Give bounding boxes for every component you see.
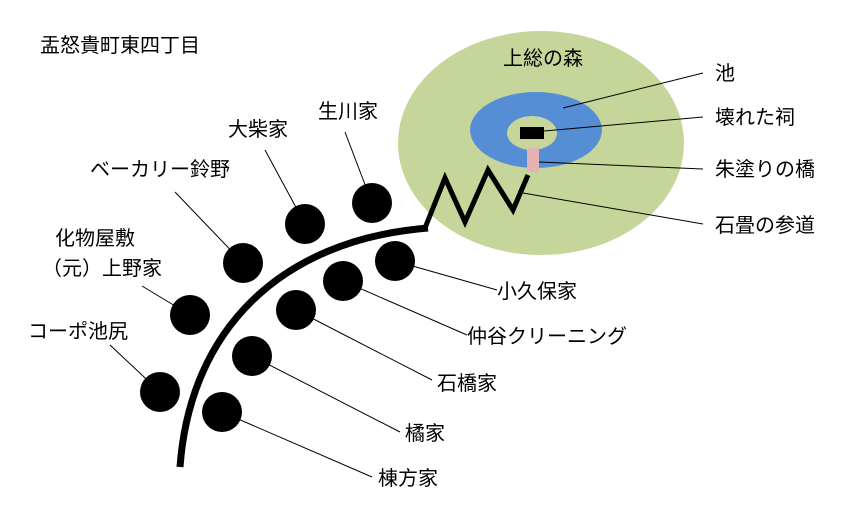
ikugawa-label: 生川家 bbox=[318, 99, 378, 123]
broken-shrine bbox=[520, 127, 544, 139]
map-title: 盂怒貴町東四丁目 bbox=[40, 33, 200, 57]
path-label: 石畳の参道 bbox=[715, 213, 815, 237]
house-bakemono-yashiki bbox=[170, 295, 210, 335]
bakemono-label-line2: （元）上野家 bbox=[42, 256, 162, 280]
tachibana-callout-line bbox=[251, 355, 401, 433]
red-bridge bbox=[527, 148, 539, 172]
house-oshiba bbox=[285, 204, 325, 244]
house-bakery-suzuno bbox=[223, 243, 263, 283]
munekata-callout-line bbox=[221, 411, 373, 478]
path-callout-line bbox=[522, 192, 704, 225]
ishibashi-callout-line bbox=[295, 309, 433, 381]
okubo-label: 小久保家 bbox=[497, 279, 577, 303]
house-nakaya-cleaning bbox=[323, 261, 363, 301]
tachibana-label: 橘家 bbox=[405, 421, 445, 445]
house-ishibashi bbox=[276, 290, 316, 330]
house-ikugawa bbox=[352, 183, 392, 223]
bridge-label: 朱塗りの橋 bbox=[715, 157, 815, 181]
bakery-label: ベーカリー鈴野 bbox=[90, 157, 230, 181]
bakemono-label-line1: 化物屋敷 bbox=[55, 226, 135, 250]
pond-callout-line bbox=[562, 72, 704, 109]
corpo-label: コーポ池尻 bbox=[28, 319, 128, 343]
ishibashi-label: 石橋家 bbox=[437, 371, 497, 395]
shrine-label: 壊れた祠 bbox=[715, 105, 795, 129]
stone-path bbox=[422, 164, 531, 229]
house-okubo bbox=[375, 241, 415, 281]
house-tachibana bbox=[232, 336, 272, 376]
bridge-callout-line bbox=[538, 161, 704, 170]
house-munekata bbox=[202, 392, 242, 432]
shrine-callout-line bbox=[543, 116, 704, 132]
main-road bbox=[176, 224, 429, 468]
nakaya-label: 仲谷クリーニング bbox=[467, 324, 627, 348]
oshiba-label: 大柴家 bbox=[228, 117, 288, 141]
house-corpo-ikejiri bbox=[140, 372, 180, 412]
pond-label: 池 bbox=[715, 61, 735, 85]
nakaya-callout-line bbox=[342, 280, 468, 336]
munekata-label: 棟方家 bbox=[378, 466, 438, 490]
forest-label: 上総の森 bbox=[503, 46, 583, 70]
